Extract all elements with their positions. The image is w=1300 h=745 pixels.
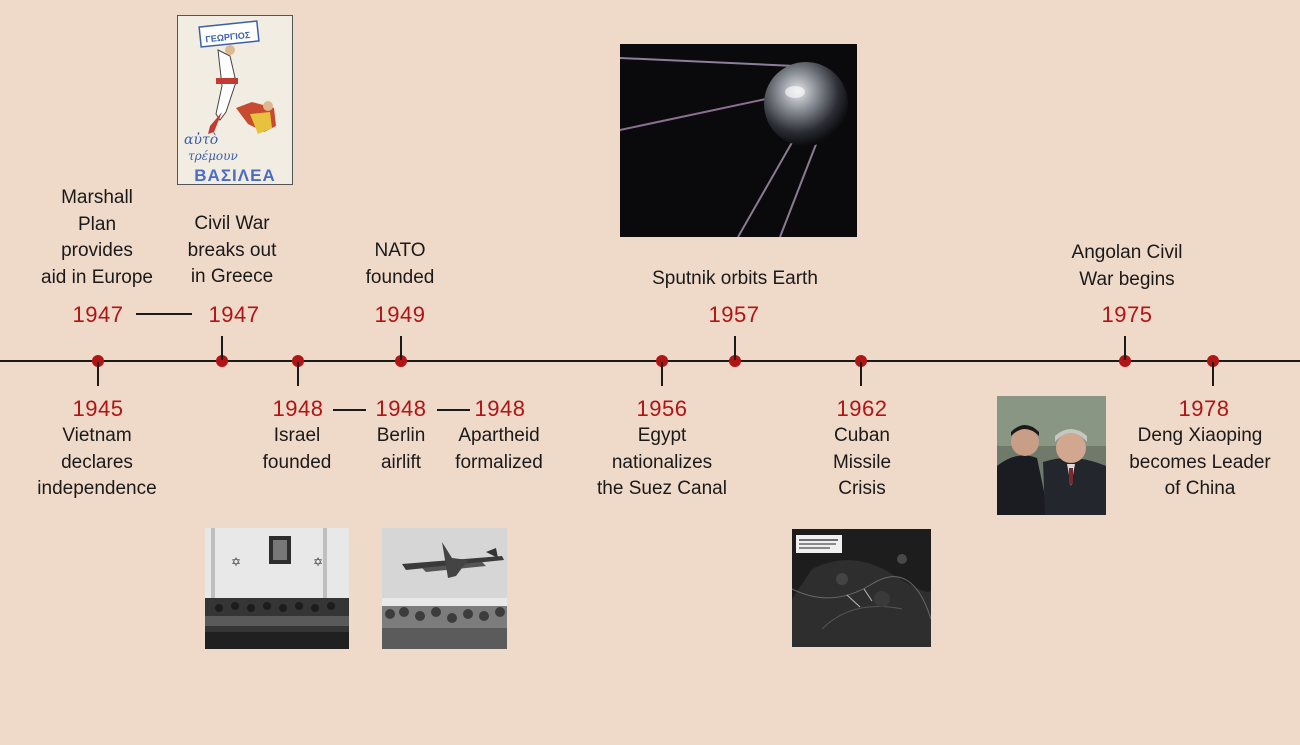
israel-founding-photo: ✡ ✡ bbox=[205, 528, 349, 649]
year-1948-apartheid: 1948 bbox=[474, 396, 526, 421]
tick-1962 bbox=[860, 362, 862, 386]
year-1975: 1975 bbox=[1101, 302, 1153, 327]
svg-text:✡: ✡ bbox=[231, 555, 241, 569]
label-deng: Deng Xiaoping becomes Leader of China bbox=[1129, 425, 1271, 499]
connector-1948-a bbox=[333, 409, 366, 411]
label-berlin: Berlin airlift bbox=[376, 425, 426, 473]
cuban-missile-reconnaissance-photo bbox=[792, 529, 931, 647]
label-sputnik: Sputnik orbits Earth bbox=[652, 268, 818, 289]
year-1962: 1962 bbox=[836, 396, 888, 421]
svg-text:✡: ✡ bbox=[313, 555, 323, 569]
label-nato: NATO founded bbox=[365, 240, 435, 288]
tick-1947-greece bbox=[221, 336, 223, 360]
tick-1949 bbox=[400, 336, 402, 360]
tick-1948 bbox=[297, 362, 299, 386]
event-dot-1975 bbox=[1119, 355, 1131, 367]
event-dot-1949 bbox=[395, 355, 407, 367]
event-dot-1945 bbox=[92, 355, 104, 367]
connector-1947 bbox=[136, 313, 192, 315]
berlin-airlift-photo bbox=[382, 528, 507, 649]
year-1956: 1956 bbox=[636, 396, 688, 421]
poster-bottom-text: ΒΑΣΙΛΕΑ bbox=[194, 166, 275, 184]
tick-1945 bbox=[97, 362, 99, 386]
label-vietnam: Vietnam declares independence bbox=[37, 425, 157, 499]
year-1949: 1949 bbox=[374, 302, 426, 327]
tick-1957 bbox=[734, 336, 736, 360]
tick-1978 bbox=[1212, 362, 1214, 386]
connector-1948-b bbox=[437, 409, 470, 411]
event-dot-1956 bbox=[656, 355, 668, 367]
label-suez: Egypt nationalizes the Suez Canal bbox=[597, 425, 727, 499]
event-dot-1957 bbox=[729, 355, 741, 367]
event-dot-1948 bbox=[292, 355, 304, 367]
year-1948-berlin: 1948 bbox=[375, 396, 427, 421]
poster-word-2: τρέμουν bbox=[188, 149, 238, 163]
sputnik-photo bbox=[620, 44, 857, 237]
label-israel: Israel founded bbox=[262, 425, 332, 473]
year-1945: 1945 bbox=[72, 396, 124, 421]
event-dot-1962 bbox=[855, 355, 867, 367]
poster-word-1: αὐτὸ bbox=[184, 131, 218, 148]
year-1948-israel: 1948 bbox=[272, 396, 324, 421]
timeline-axis bbox=[0, 360, 1300, 362]
poster-top-text: ΓΕΩΡΓΙΟΣ bbox=[205, 30, 251, 45]
label-cuba: Cuban Missile Crisis bbox=[832, 425, 892, 499]
year-1957: 1957 bbox=[708, 302, 760, 327]
event-dot-1978 bbox=[1207, 355, 1219, 367]
tick-1975 bbox=[1124, 336, 1126, 360]
year-1947-greece: 1947 bbox=[208, 302, 260, 327]
label-greek-civil-war: Civil War breaks out in Greece bbox=[187, 213, 277, 287]
greek-civil-war-poster: ΓΕΩΡΓΙΟΣ αὐτὸ τρέμουν ΒΑΣΙΛΕΑ bbox=[177, 15, 293, 185]
label-apartheid: Apartheid formalized bbox=[455, 425, 543, 473]
label-marshall-plan: Marshall Plan provides aid in Europe bbox=[41, 187, 153, 288]
year-1947-marshall: 1947 bbox=[72, 302, 124, 327]
tick-1956 bbox=[661, 362, 663, 386]
label-angola: Angolan Civil War begins bbox=[1071, 242, 1183, 290]
deng-xiaoping-photo bbox=[997, 396, 1106, 515]
year-1978: 1978 bbox=[1178, 396, 1230, 421]
event-dot-1947 bbox=[216, 355, 228, 367]
